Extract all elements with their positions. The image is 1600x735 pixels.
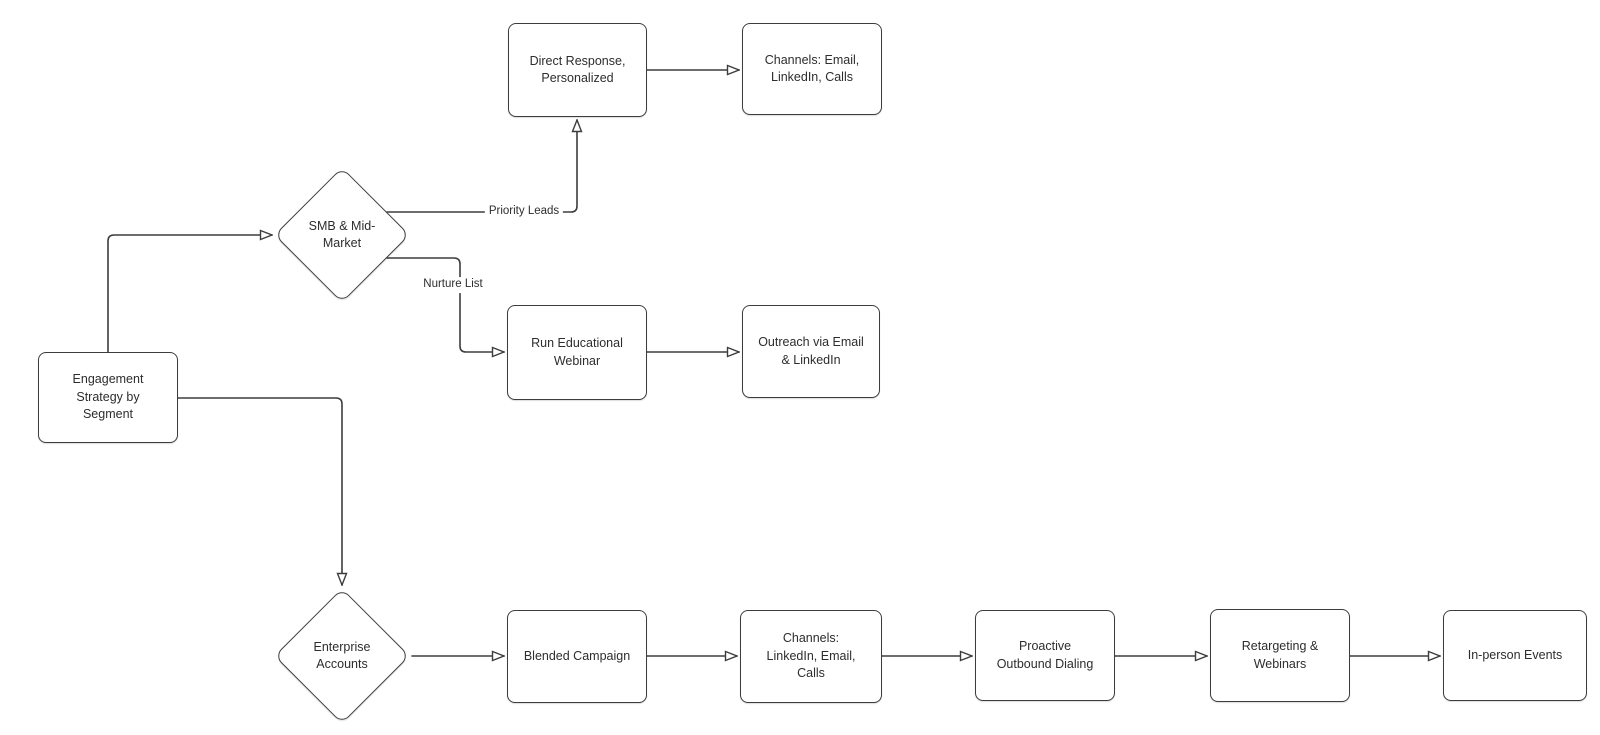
edge-smb-nurture-list-to-run-webinar bbox=[386, 257, 504, 352]
enterprise-diamond-label: Enterprise Accounts bbox=[313, 639, 371, 672]
node-blended-campaign: Blended Campaign bbox=[507, 610, 647, 703]
node-outreach-email-linkedin: Outreach via Email & LinkedIn bbox=[742, 305, 880, 398]
edge-smb-priority-leads-to-direct-response bbox=[386, 120, 577, 213]
node-retargeting-webinars: Retargeting & Webinars bbox=[1210, 609, 1350, 702]
node-channels-email: Channels: Email, LinkedIn, Calls bbox=[742, 23, 882, 115]
node-direct-response: Direct Response, Personalized bbox=[508, 23, 647, 117]
node-proactive-outbound-dialing: Proactive Outbound Dialing bbox=[975, 610, 1115, 701]
smb-diamond-label: SMB & Mid- Market bbox=[308, 218, 376, 251]
node-channels-linkedin: Channels: LinkedIn, Email, Calls bbox=[740, 610, 882, 703]
node-engagement-strategy: Engagement Strategy by Segment bbox=[38, 352, 178, 443]
edge-label-priority-leads: Priority Leads bbox=[484, 204, 564, 220]
edge-engagement-to-smb bbox=[107, 235, 272, 353]
edge-label-nurture-list: Nurture List bbox=[419, 277, 487, 293]
edge-engagement-to-enterprise bbox=[177, 397, 342, 585]
node-in-person-events: In-person Events bbox=[1443, 610, 1587, 701]
node-run-educational-webinar: Run Educational Webinar bbox=[507, 305, 647, 400]
